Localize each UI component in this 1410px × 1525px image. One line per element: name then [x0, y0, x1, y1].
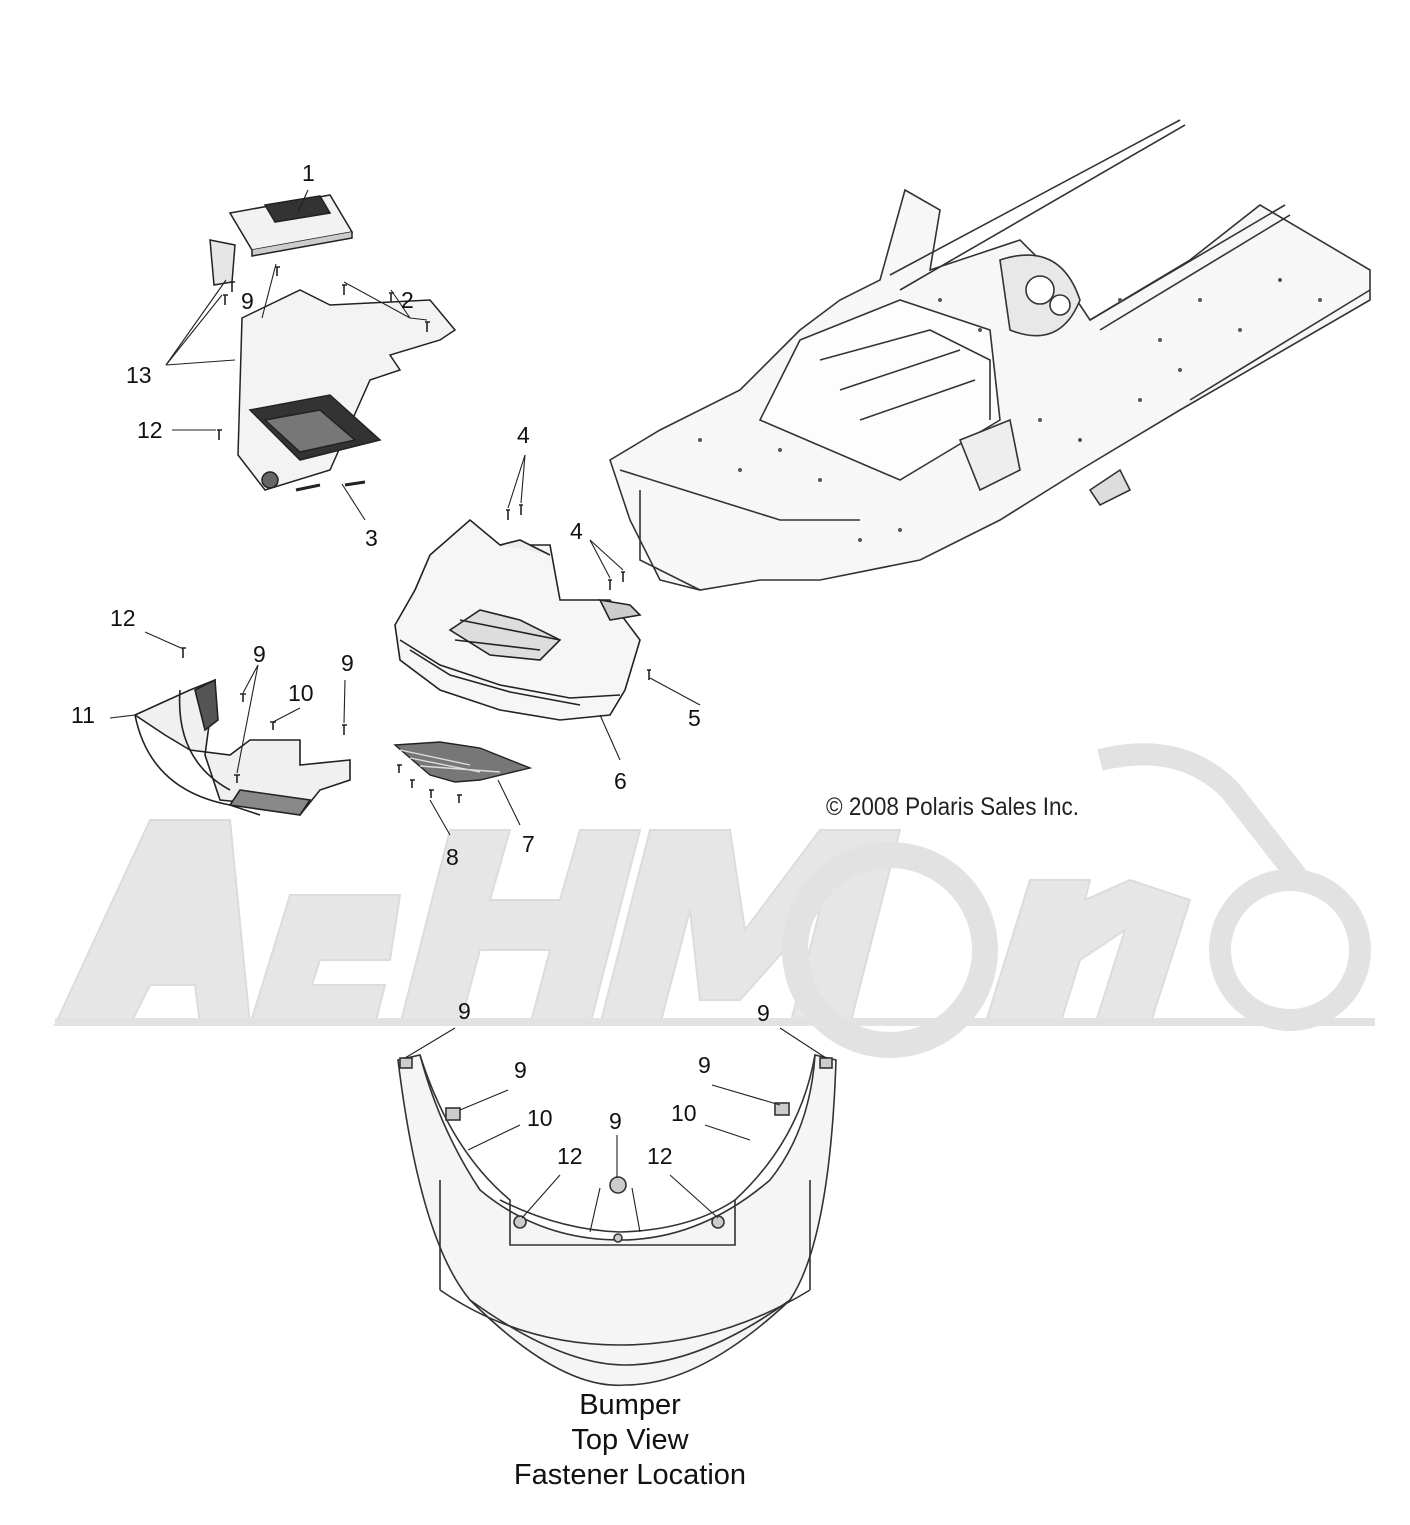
topview-callout-9c: 9 [514, 1057, 527, 1083]
callout-10: 10 [288, 680, 314, 706]
callout-9b: 9 [253, 641, 266, 667]
part-7-mesh [393, 741, 533, 783]
callout-1: 1 [302, 160, 315, 186]
part-1-pad [228, 194, 354, 257]
callout-3: 3 [365, 525, 378, 551]
callout-13: 13 [126, 362, 152, 388]
callout-11: 11 [71, 702, 95, 728]
callout-12a: 12 [137, 417, 163, 443]
chassis-rivets [698, 278, 1322, 542]
caption-line-3: Fastener Location [513, 1459, 747, 1491]
copyright-notice: © 2008 Polaris Sales Inc. [826, 793, 1079, 821]
callout-9c: 9 [341, 650, 354, 676]
fasteners [181, 266, 651, 803]
leader-lines [109, 189, 827, 1233]
callout-8: 8 [446, 844, 459, 870]
topview-callout-10a: 10 [527, 1105, 553, 1131]
topview-callout-9d: 9 [698, 1052, 711, 1078]
topview-callout-9a: 9 [458, 998, 471, 1024]
caption-line-1: Bumper [579, 1389, 681, 1421]
chassis-frame [609, 119, 1371, 591]
callout-4a: 4 [517, 422, 530, 448]
part-6-housing [394, 518, 642, 721]
topview-callout-9b: 9 [757, 1000, 770, 1026]
callout-9a: 9 [241, 288, 254, 314]
caption-line-2: Top View [571, 1424, 689, 1456]
callout-5: 5 [688, 705, 701, 731]
topview-callout-10b: 10 [671, 1100, 697, 1126]
callout-6: 6 [614, 768, 627, 794]
view-caption: Bumper Top View Fastener Location [440, 1388, 820, 1493]
callout-12b: 12 [110, 605, 136, 631]
topview-callout-9e: 9 [609, 1108, 622, 1134]
callout-2: 2 [401, 287, 414, 313]
topview-callout-12a: 12 [557, 1143, 583, 1169]
bumper-top-view [397, 1054, 837, 1387]
watermark-logo [53, 743, 1375, 1058]
part-3-upper-panel [209, 239, 457, 492]
callout-4b: 4 [570, 518, 583, 544]
callout-7: 7 [522, 831, 535, 857]
topview-callout-12b: 12 [647, 1143, 673, 1169]
